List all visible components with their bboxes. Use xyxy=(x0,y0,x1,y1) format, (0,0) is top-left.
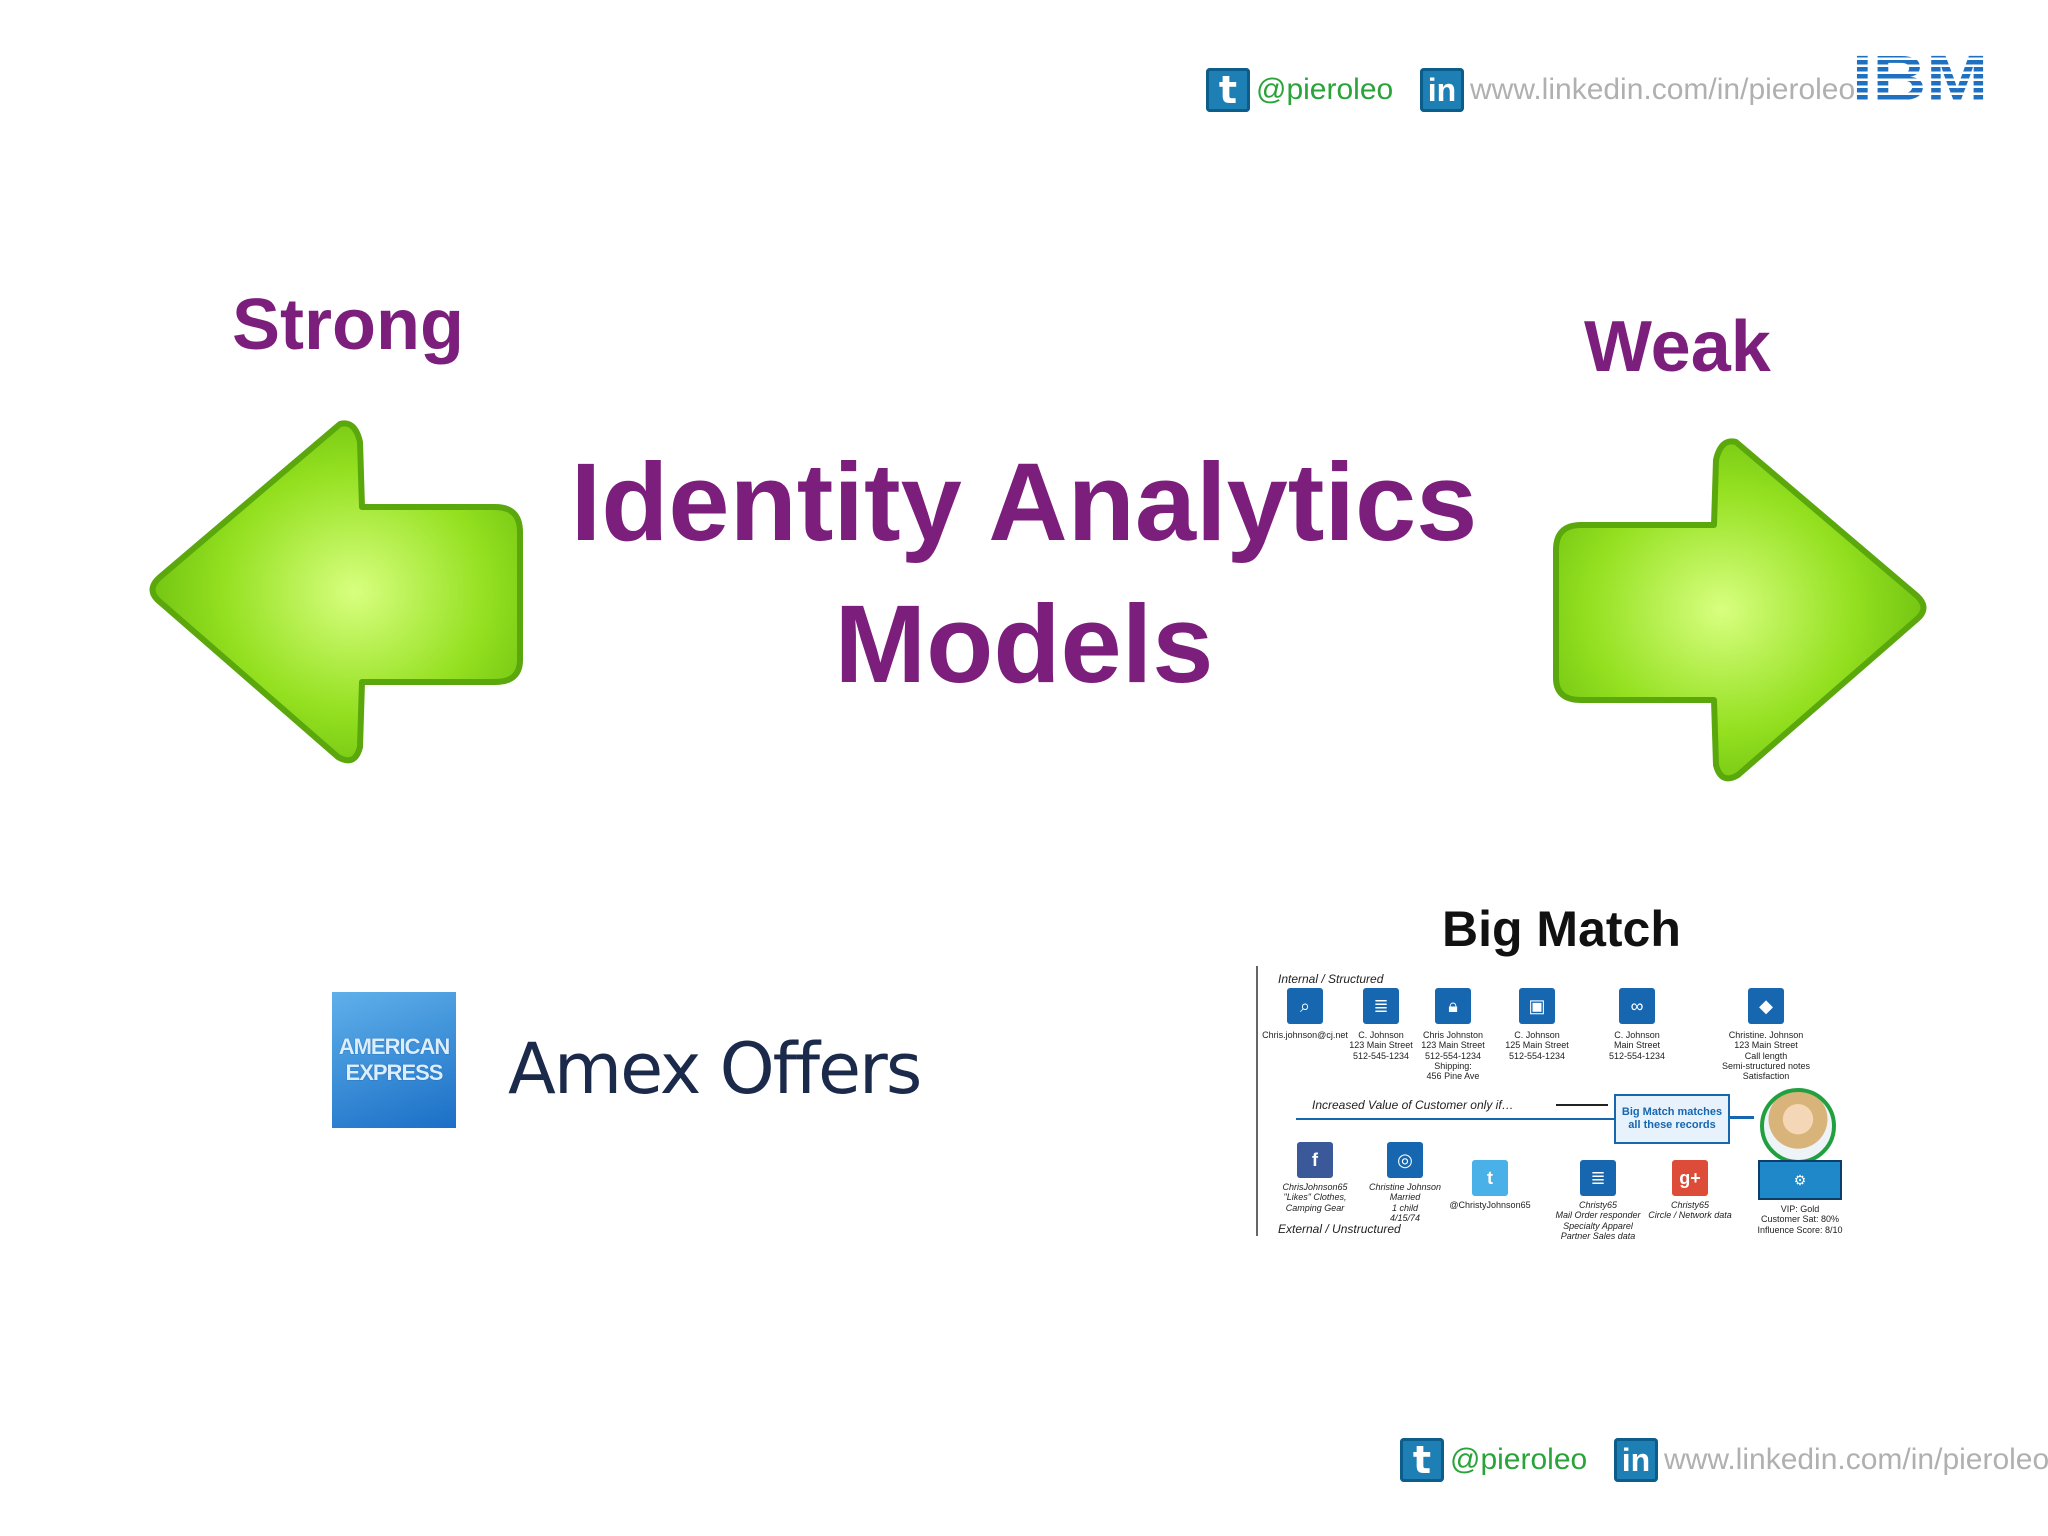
record-predictive: ⚙ VIP: Gold Customer Sat: 80% Influence … xyxy=(1750,1160,1850,1235)
internal-label: Internal / Structured xyxy=(1278,972,1384,986)
amex-logo-line1: AMERICAN xyxy=(338,1034,451,1059)
amex-offers-text: Amex Offers xyxy=(508,1028,922,1110)
twitter-bird-icon: t xyxy=(1472,1160,1508,1196)
diagram-left-line xyxy=(1256,966,1258,1236)
record-supply: ∞ C. Johnson Main Street 512-554-1234 xyxy=(1592,988,1682,1061)
big-match-title: Big Match xyxy=(1442,901,1681,957)
customer-avatar xyxy=(1760,1088,1836,1164)
value-line xyxy=(1296,1118,1650,1120)
amex-logo: AMERICAN EXPRESS xyxy=(332,992,456,1128)
record-text: C. Johnson 123 Main Street 512-545-1234 xyxy=(1349,1030,1413,1061)
record-order: 🔒︎ Chris Johnston 123 Main Street 512-55… xyxy=(1408,988,1498,1082)
ibm-logo: IBM xyxy=(1852,42,1988,114)
database-icon: ≣ xyxy=(1580,1160,1616,1196)
external-label: External / Unstructured xyxy=(1278,1222,1401,1236)
record-fulfillment: ▣ C. Johnson 125 Main Street 512-554-123… xyxy=(1492,988,1582,1061)
twitter-icon: t xyxy=(1206,68,1250,112)
strong-label: Strong xyxy=(232,285,464,365)
record-text: @ChristyJohnson65 xyxy=(1449,1200,1531,1210)
twitter-icon: t xyxy=(1400,1438,1444,1482)
footer-linkedin-url[interactable]: www.linkedin.com/in/pieroleo xyxy=(1664,1443,2048,1476)
box-arrow xyxy=(1728,1116,1754,1119)
predictive-box-icon: ⚙ xyxy=(1758,1160,1842,1200)
linkedin-icon: in xyxy=(1420,68,1464,112)
header-linkedin[interactable]: in www.linkedin.com/in/pieroleo xyxy=(1420,68,1855,112)
svg-text:IBM: IBM xyxy=(1852,46,1988,104)
record-text: C. Johnson 125 Main Street 512-554-1234 xyxy=(1505,1030,1569,1061)
globe-icon: ◎ xyxy=(1387,1142,1423,1178)
header-twitter[interactable]: t @pieroleo xyxy=(1206,68,1393,112)
box-icon: ▣ xyxy=(1519,988,1555,1024)
record-text: Christy65 Mail Order responder Specialty… xyxy=(1555,1200,1641,1242)
record-text: Chris.johnson@cj.net xyxy=(1262,1030,1348,1040)
footer-twitter[interactable]: t @pieroleo xyxy=(1400,1438,1587,1482)
record-text: Christine. Johnson 123 Main Street Call … xyxy=(1721,1030,1811,1082)
big-match-box: Big Match matches all these records xyxy=(1614,1094,1730,1144)
record-googleplus: g+ Christy65 Circle / Network data xyxy=(1640,1160,1740,1221)
footer-linkedin[interactable]: in www.linkedin.com/in/pieroleo xyxy=(1614,1438,2048,1482)
linkedin-icon: in xyxy=(1614,1438,1658,1482)
record-text: Christine Johnson Married 1 child 4/15/7… xyxy=(1368,1182,1442,1224)
database-icon: ≣ xyxy=(1363,988,1399,1024)
link-icon: ∞ xyxy=(1619,988,1655,1024)
record-text: Chris Johnston 123 Main Street 512-554-1… xyxy=(1421,1030,1485,1082)
record-support: ◆ Christine. Johnson 123 Main Street Cal… xyxy=(1716,988,1816,1082)
title-line1: Identity Analytics xyxy=(570,441,1478,564)
record-facebook: f ChrisJohnson65 "Likes" Clothes, Campin… xyxy=(1270,1142,1360,1213)
record-third-party: ≣ Christy65 Mail Order responder Special… xyxy=(1548,1160,1648,1241)
record-text: C. Johnson Main Street 512-554-1234 xyxy=(1608,1030,1666,1061)
facebook-icon: f xyxy=(1297,1142,1333,1178)
amex-logo-line2: EXPRESS xyxy=(345,1060,444,1085)
record-text: ChrisJohnson65 "Likes" Clothes, Camping … xyxy=(1282,1182,1348,1213)
value-arrow xyxy=(1556,1104,1608,1106)
tag-icon: ◆ xyxy=(1748,988,1784,1024)
search-icon: ⌕ xyxy=(1287,988,1323,1024)
right-arrow-icon xyxy=(1546,430,1936,790)
weak-label: Weak xyxy=(1584,307,1771,387)
left-arrow-icon xyxy=(140,412,530,772)
footer-twitter-handle[interactable]: @pieroleo xyxy=(1450,1443,1588,1476)
record-web: ⌕ Chris.johnson@cj.net xyxy=(1260,988,1350,1040)
value-text: Increased Value of Customer only if… xyxy=(1312,1098,1514,1112)
header-linkedin-url[interactable]: www.linkedin.com/in/pieroleo xyxy=(1470,73,1856,106)
record-text: Christy65 Circle / Network data xyxy=(1648,1200,1732,1221)
title-line2: Models xyxy=(834,583,1214,706)
record-external: ◎ Christine Johnson Married 1 child 4/15… xyxy=(1360,1142,1450,1223)
google-plus-icon: g+ xyxy=(1672,1160,1708,1196)
record-text: VIP: Gold Customer Sat: 80% Influence Sc… xyxy=(1757,1204,1843,1235)
record-crm: ≣ C. Johnson 123 Main Street 512-545-123… xyxy=(1336,988,1426,1061)
big-match-diagram: Internal / Structured External / Unstruc… xyxy=(1256,964,1876,1244)
lock-icon: 🔒︎ xyxy=(1435,988,1471,1024)
record-twitter: t @ChristyJohnson65 xyxy=(1440,1160,1540,1210)
header-twitter-handle[interactable]: @pieroleo xyxy=(1256,73,1394,106)
